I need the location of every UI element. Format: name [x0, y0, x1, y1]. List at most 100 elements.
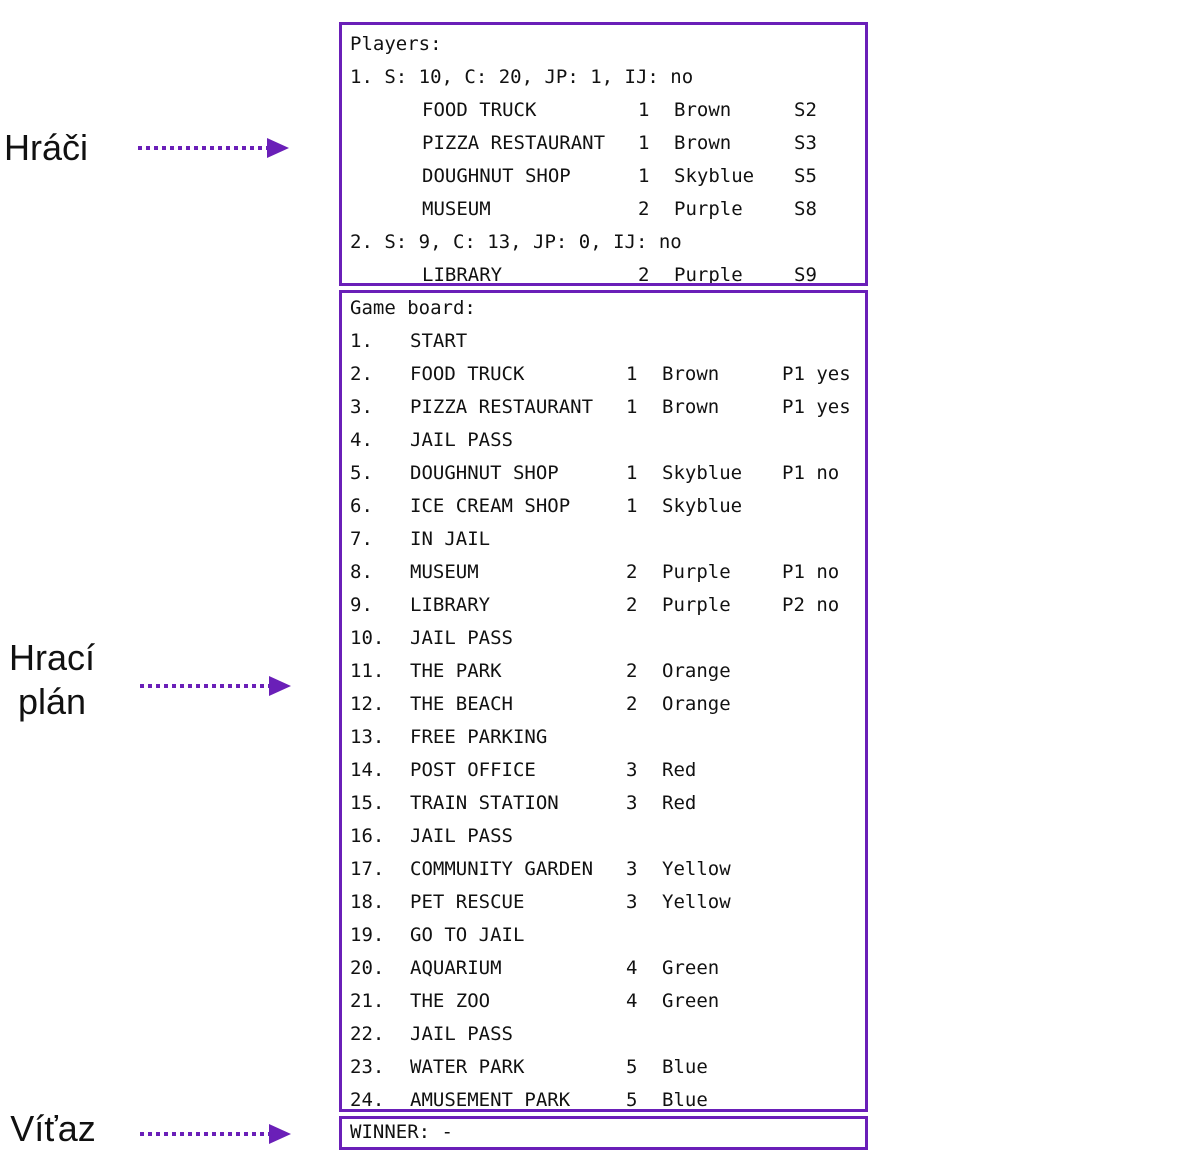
board-row-color: Blue: [662, 1089, 708, 1111]
player-property-color: Brown: [674, 132, 732, 154]
board-row-name: PET RESCUE: [410, 891, 525, 913]
players-panel: Players: 1. S: 10, C: 20, JP: 1, IJ: no …: [339, 22, 868, 286]
board-row-number: 3.: [350, 396, 373, 418]
player-property-level: 1: [638, 132, 650, 154]
board-row-number: 2.: [350, 363, 373, 385]
arrow-game-board: [140, 676, 291, 696]
player-property-name: LIBRARY: [422, 264, 503, 286]
board-row-name: JAIL PASS: [410, 627, 513, 649]
board-row-level: 5: [626, 1089, 638, 1111]
board-row-number: 1.: [350, 330, 373, 352]
board-row-owner: P1 yes: [782, 396, 851, 418]
board-row-color: Red: [662, 759, 697, 781]
player-property-level: 1: [638, 99, 650, 121]
player-property-name: MUSEUM: [422, 198, 491, 220]
board-row-number: 12.: [350, 693, 385, 715]
board-row-number: 18.: [350, 891, 385, 913]
board-row-number: 10.: [350, 627, 385, 649]
board-row-name: ICE CREAM SHOP: [410, 495, 571, 517]
board-row-level: 4: [626, 990, 638, 1012]
board-row-color: Brown: [662, 396, 720, 418]
player-property-color: Purple: [674, 264, 743, 286]
board-row-owner: P1 yes: [782, 363, 851, 385]
board-row-level: 1: [626, 495, 638, 517]
board-row-number: 20.: [350, 957, 385, 979]
board-row-name: AQUARIUM: [410, 957, 502, 979]
board-row-color: Purple: [662, 594, 731, 616]
board-row-color: Orange: [662, 693, 731, 715]
player-property-color: Purple: [674, 198, 743, 220]
board-row-name: JAIL PASS: [410, 429, 513, 451]
board-row-name: THE PARK: [410, 660, 502, 682]
winner-panel: WINNER: -: [339, 1116, 868, 1150]
board-row-number: 21.: [350, 990, 385, 1012]
board-row-name: JAIL PASS: [410, 825, 513, 847]
label-game-board: Hrací plán: [0, 636, 104, 724]
player-property-level: 1: [638, 165, 650, 187]
board-row-level: 5: [626, 1056, 638, 1078]
board-row-name: START: [410, 330, 468, 352]
board-row-name: GO TO JAIL: [410, 924, 525, 946]
label-winner: Víťaz: [0, 1107, 106, 1151]
board-row-level: 1: [626, 396, 638, 418]
player-property-slot: S8: [794, 198, 817, 220]
board-row-name: COMMUNITY GARDEN: [410, 858, 594, 880]
arrow-players: [138, 138, 289, 158]
game-board-header: Game board:: [350, 297, 476, 319]
board-row-number: 22.: [350, 1023, 385, 1045]
player-property-slot: S3: [794, 132, 817, 154]
label-game-board-line2: plán: [17, 681, 87, 722]
board-row-number: 13.: [350, 726, 385, 748]
board-row-level: 1: [626, 363, 638, 385]
player-summary: 2. S: 9, C: 13, JP: 0, IJ: no: [350, 231, 682, 253]
player-property-name: DOUGHNUT SHOP: [422, 165, 571, 187]
board-row-number: 8.: [350, 561, 373, 583]
board-row-number: 23.: [350, 1056, 385, 1078]
board-row-number: 4.: [350, 429, 373, 451]
board-row-name: WATER PARK: [410, 1056, 525, 1078]
board-row-name: MUSEUM: [410, 561, 479, 583]
board-row-level: 3: [626, 792, 638, 814]
board-row-color: Yellow: [662, 891, 731, 913]
board-row-number: 16.: [350, 825, 385, 847]
board-row-color: Purple: [662, 561, 731, 583]
player-summary: 1. S: 10, C: 20, JP: 1, IJ: no: [350, 66, 694, 88]
board-row-name: IN JAIL: [410, 528, 491, 550]
board-row-number: 17.: [350, 858, 385, 880]
board-row-level: 3: [626, 759, 638, 781]
board-row-number: 14.: [350, 759, 385, 781]
board-row-name: POST OFFICE: [410, 759, 536, 781]
board-row-name: AMUSEMENT PARK: [410, 1089, 571, 1111]
board-row-color: Orange: [662, 660, 731, 682]
board-row-name: FREE PARKING: [410, 726, 548, 748]
board-row-number: 6.: [350, 495, 373, 517]
board-row-color: Skyblue: [662, 462, 743, 484]
label-game-board-line1: Hrací: [8, 637, 95, 678]
board-row-number: 19.: [350, 924, 385, 946]
board-row-level: 1: [626, 462, 638, 484]
player-property-level: 2: [638, 264, 650, 286]
label-players: Hráči: [0, 126, 92, 170]
board-row-level: 2: [626, 594, 638, 616]
board-row-color: Blue: [662, 1056, 708, 1078]
board-row-name: LIBRARY: [410, 594, 491, 616]
board-row-level: 2: [626, 693, 638, 715]
player-property-name: PIZZA RESTAURANT: [422, 132, 606, 154]
board-row-name: JAIL PASS: [410, 1023, 513, 1045]
players-header: Players:: [350, 33, 442, 55]
player-property-slot: S9: [794, 264, 817, 286]
board-row-name: DOUGHNUT SHOP: [410, 462, 559, 484]
board-row-owner: P2 no: [782, 594, 840, 616]
player-property-color: Brown: [674, 99, 732, 121]
board-row-color: Green: [662, 957, 720, 979]
player-property-color: Skyblue: [674, 165, 755, 187]
board-row-owner: P1 no: [782, 561, 840, 583]
arrow-winner: [140, 1124, 291, 1144]
board-row-level: 3: [626, 858, 638, 880]
board-row-color: Skyblue: [662, 495, 743, 517]
board-row-number: 11.: [350, 660, 385, 682]
board-row-name: PIZZA RESTAURANT: [410, 396, 594, 418]
board-row-number: 24.: [350, 1089, 385, 1111]
board-row-color: Brown: [662, 363, 720, 385]
board-row-level: 3: [626, 891, 638, 913]
